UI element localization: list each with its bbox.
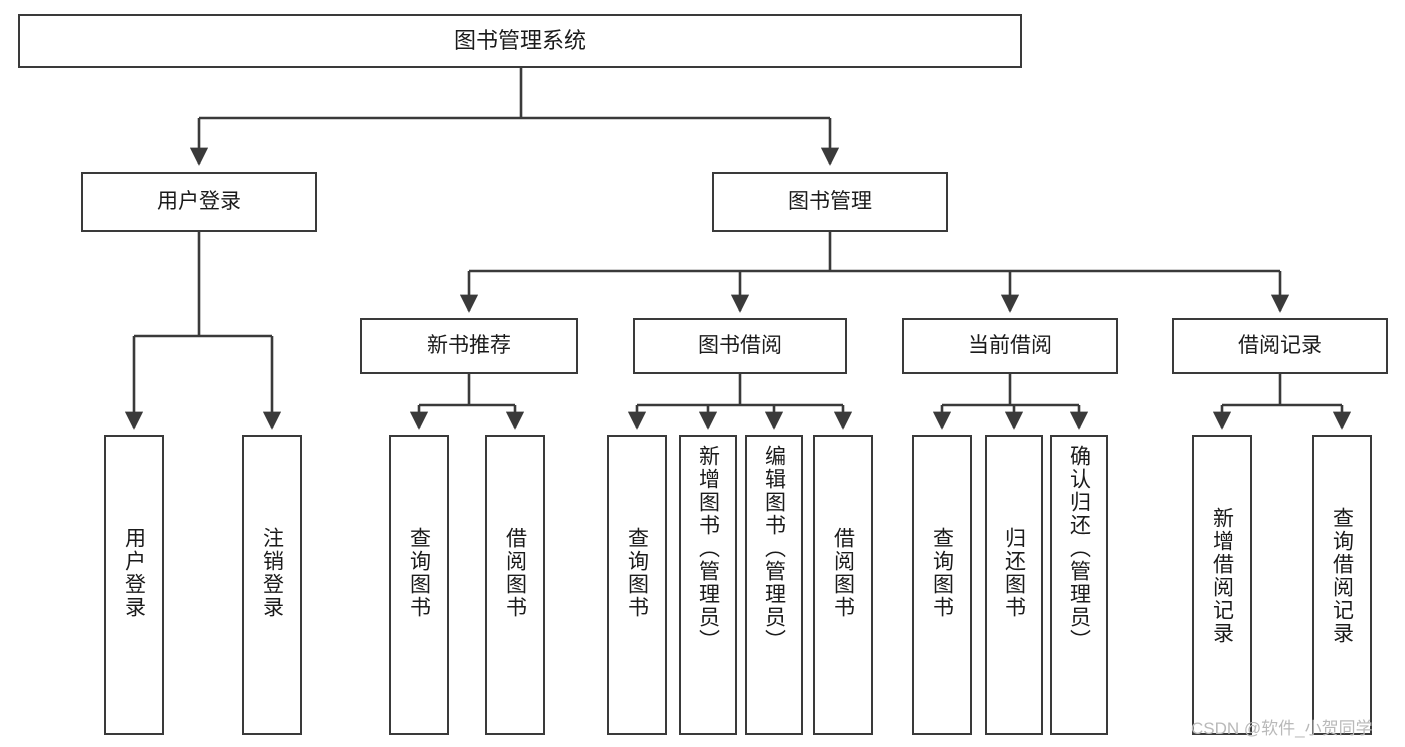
node-leaf-edit-book[interactable]: 编辑图书（管理员） (745, 435, 803, 735)
node-root[interactable]: 图书管理系统 (18, 14, 1022, 68)
node-user-login[interactable]: 用户登录 (81, 172, 317, 232)
node-leaf-confirm-return-label: 确认归还（管理员） (1067, 445, 1091, 652)
node-borrow-record-label: 借阅记录 (1238, 333, 1322, 357)
node-leaf-confirm-return[interactable]: 确认归还（管理员） (1050, 435, 1108, 735)
node-leaf-user-login[interactable]: 用户登录 (104, 435, 164, 735)
node-new-book-recommend-label: 新书推荐 (427, 333, 511, 357)
node-book-management[interactable]: 图书管理 (712, 172, 948, 232)
node-borrow-record[interactable]: 借阅记录 (1172, 318, 1388, 374)
node-current-borrow[interactable]: 当前借阅 (902, 318, 1118, 374)
node-leaf-query-book-2[interactable]: 查询图书 (607, 435, 667, 735)
node-leaf-borrow-book-2-label: 借阅图书 (831, 527, 855, 619)
node-leaf-query-book-2-label: 查询图书 (625, 527, 649, 619)
node-leaf-edit-book-label: 编辑图书（管理员） (762, 445, 786, 652)
node-book-borrow[interactable]: 图书借阅 (633, 318, 847, 374)
node-leaf-query-record-label: 查询借阅记录 (1330, 507, 1354, 645)
node-leaf-borrow-book-2[interactable]: 借阅图书 (813, 435, 873, 735)
node-leaf-return-book-label: 归还图书 (1002, 527, 1026, 619)
node-leaf-query-book-1-label: 查询图书 (407, 527, 431, 619)
node-leaf-add-record[interactable]: 新增借阅记录 (1192, 435, 1252, 735)
node-book-borrow-label: 图书借阅 (698, 333, 782, 357)
node-leaf-query-book-1[interactable]: 查询图书 (389, 435, 449, 735)
node-leaf-add-book-label: 新增图书（管理员） (696, 445, 720, 652)
node-leaf-query-record[interactable]: 查询借阅记录 (1312, 435, 1372, 735)
node-book-management-label: 图书管理 (788, 189, 872, 213)
node-user-login-label: 用户登录 (157, 189, 241, 213)
watermark: CSDN @软件_小贺同学 (1191, 719, 1373, 738)
node-leaf-logout[interactable]: 注销登录 (242, 435, 302, 735)
node-leaf-borrow-book-1[interactable]: 借阅图书 (485, 435, 545, 735)
node-leaf-add-book[interactable]: 新增图书（管理员） (679, 435, 737, 735)
node-root-label: 图书管理系统 (453, 28, 586, 54)
node-leaf-query-book-3[interactable]: 查询图书 (912, 435, 972, 735)
node-leaf-add-record-label: 新增借阅记录 (1210, 507, 1234, 645)
node-leaf-logout-label: 注销登录 (260, 527, 284, 619)
node-leaf-borrow-book-1-label: 借阅图书 (503, 527, 527, 619)
node-current-borrow-label: 当前借阅 (968, 333, 1052, 357)
node-leaf-query-book-3-label: 查询图书 (930, 527, 954, 619)
node-leaf-user-login-label: 用户登录 (122, 527, 146, 619)
node-leaf-return-book[interactable]: 归还图书 (985, 435, 1043, 735)
node-new-book-recommend[interactable]: 新书推荐 (360, 318, 578, 374)
